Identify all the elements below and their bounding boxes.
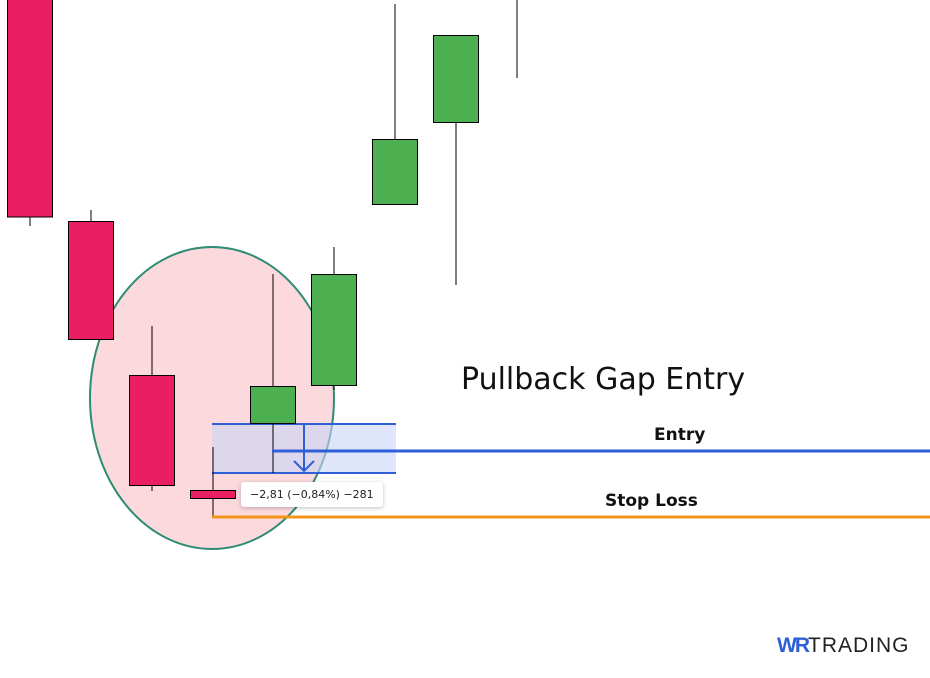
candle-4 (190, 447, 236, 517)
logo-trading: TRADING (808, 634, 910, 657)
down-arrow-icon (293, 424, 315, 473)
entry-label: Entry (654, 425, 706, 445)
stop-loss-label: Stop Loss (605, 491, 698, 511)
candle-6 (311, 247, 357, 390)
candle-1 (7, 0, 53, 226)
candle-5 (250, 274, 296, 473)
candle-3 (129, 326, 175, 491)
measure-tooltip: −2,81 (−0,84%) −281 (241, 482, 383, 507)
logo-wr: WR (777, 634, 810, 657)
candle-7 (372, 4, 418, 205)
candle-8 (433, 35, 479, 285)
wr-trading-logo: WRTRADING (777, 634, 910, 658)
chart-title: Pullback Gap Entry (461, 362, 746, 397)
candle-2 (68, 210, 114, 340)
